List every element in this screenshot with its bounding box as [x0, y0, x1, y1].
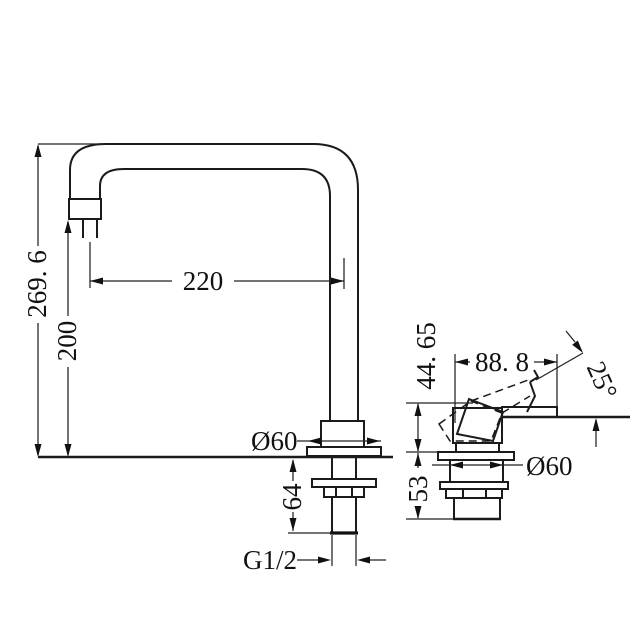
cartridge-body: [452, 407, 503, 444]
arrowhead-right: [367, 437, 380, 445]
angle-reference-line: [535, 352, 584, 381]
arrowhead-up-deck: [592, 418, 600, 431]
arrowhead-up: [414, 453, 422, 466]
dim-label-spout-reach: 220: [183, 266, 224, 296]
dim-label-total-height: 269. 6: [22, 250, 52, 318]
arrowhead-slant: [572, 340, 583, 353]
arrowhead-up: [64, 220, 72, 233]
dim-label-under-bench: 64: [277, 483, 307, 511]
dim-label-handle-angle: 25°: [581, 357, 624, 404]
side-view: [437, 369, 630, 521]
inlet-pipe-upper: [331, 456, 357, 479]
arrowhead-left: [450, 461, 463, 469]
lock-nut-facets: [335, 487, 353, 497]
dim-outlet-height: 200: [52, 220, 82, 457]
arrowhead-left: [308, 437, 321, 445]
dim-handle-angle: 25°: [535, 330, 624, 447]
arrowhead-down: [414, 506, 422, 519]
handle-body-hidden-outline: [437, 400, 503, 442]
dim-total-height: 269. 6: [22, 143, 106, 457]
front-dimensions: 269. 6 200 220 Ø60: [22, 143, 386, 575]
extension-lines: [454, 354, 558, 423]
dim-base-diameter-front: Ø60: [251, 426, 381, 456]
arrowhead-down: [414, 439, 422, 452]
aerator-tip: [68, 198, 102, 220]
arrowhead-right: [490, 461, 503, 469]
arrowhead-left: [455, 358, 468, 366]
dim-label-base-diameter: Ø60: [251, 426, 298, 456]
spout-inner-profile: [99, 168, 331, 421]
dim-under-bench-side: 53: [403, 451, 453, 520]
angle-leader: [565, 330, 576, 343]
arrowhead-up: [289, 459, 297, 472]
dim-line: [37, 143, 106, 455]
body-neck: [455, 443, 500, 452]
washer-side: [439, 481, 509, 490]
dim-label-under-bench-side: 53: [403, 476, 433, 503]
base-sleeve: [320, 420, 365, 448]
inlet-cylinder: [453, 497, 501, 520]
aerator-outlet-stub: [82, 219, 98, 238]
dim-under-bench-front: 64: [277, 459, 331, 534]
dim-label-handle-length: 88. 8: [475, 347, 529, 377]
arrowhead-right: [318, 556, 331, 564]
handle-lever-hidden-bottom: [501, 395, 531, 414]
dim-label-handle-rise: 44. 65: [411, 322, 441, 390]
arrowhead-up: [414, 403, 422, 416]
dim-handle-length: 88. 8: [454, 347, 558, 423]
front-view: [38, 143, 393, 535]
dim-label-outlet-height: 200: [52, 321, 82, 362]
dim-base-diameter-side: Ø60: [432, 451, 573, 481]
dim-spout-reach: 220: [89, 242, 345, 296]
extension-lines: [331, 535, 357, 566]
escutcheon-sides: [449, 460, 504, 482]
handle-lever-hidden-top: [470, 378, 532, 402]
arrowhead-right: [544, 358, 557, 366]
dim-label-base-diameter-side: Ø60: [526, 451, 573, 481]
inlet-pipe-lower: [331, 497, 357, 532]
arrowhead-up: [34, 144, 42, 157]
spout-outer-profile: [69, 143, 359, 421]
dim-handle-rise: 44. 65: [406, 322, 473, 452]
lock-nut: [323, 486, 365, 498]
arrowhead-left: [90, 277, 103, 285]
handle-base-section: [455, 397, 505, 443]
arrowhead-right: [331, 277, 344, 285]
lever-tip-step: [529, 369, 540, 383]
flange-plate: [437, 451, 515, 461]
arrowhead-down: [34, 444, 42, 457]
dim-label-inlet-thread: G1/2: [243, 545, 297, 575]
base-flange: [306, 446, 382, 457]
side-dimensions: 88. 8 44. 65 53 Ø60: [403, 322, 624, 520]
lock-washer: [311, 478, 377, 488]
arrowhead-down: [289, 518, 297, 531]
dim-inlet-thread: G1/2: [243, 535, 386, 575]
nut-side: [445, 488, 503, 499]
arrowhead-down: [64, 444, 72, 457]
nut-side-facets: [462, 489, 487, 498]
arrowhead-left: [357, 556, 370, 564]
